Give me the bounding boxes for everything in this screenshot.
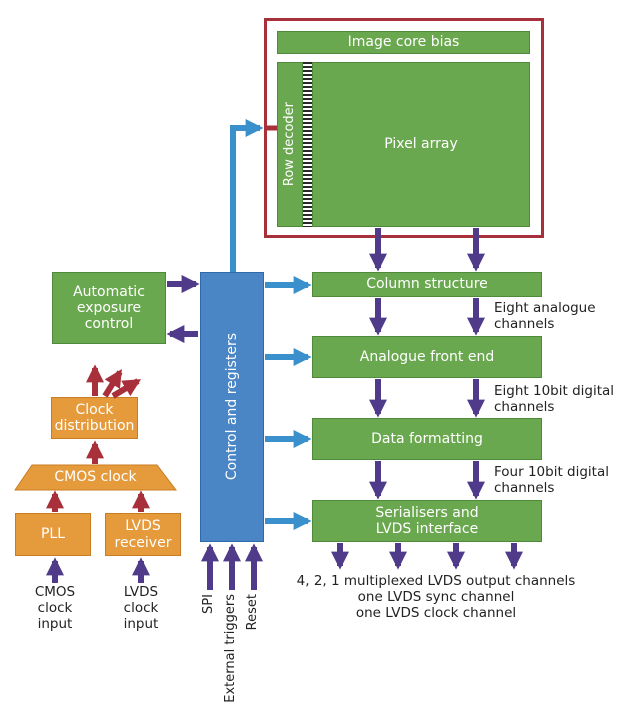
arrow-control-to-core [230,119,264,272]
cmos-clock-input-label: CMOS clock input [34,584,76,633]
lvds-receiver-label: LVDS receiver [114,518,172,551]
analogue-front-end-label: Analogue front end [359,348,495,365]
row-decoder-block: Row decoder [277,62,303,227]
pll-block: PLL [15,513,91,556]
eight-10bit-label: Eight 10bit digital channels [494,383,615,416]
external-triggers-label: External triggers [223,594,238,703]
pixel-array-label: Pixel array [384,136,458,153]
column-structure-label: Column structure [366,276,488,293]
cmos-clock-label: CMOS clock [54,469,137,486]
arrow-clock-dist-diag2 [111,378,142,399]
image-core-bias-label: Image core bias [347,34,460,51]
clock-distribution-block: Clock distribution [51,397,138,439]
row-decoder-ticks [303,62,312,227]
reset-label: Reset [245,594,260,631]
eight-analogue-label: Eight analogue channels [494,300,596,333]
pixel-array-block: Pixel array [312,62,530,227]
serialisers-block: Serialisers and LVDS interface [312,500,542,542]
lvds-receiver-block: LVDS receiver [105,513,181,556]
aec-block: Automatic exposure control [52,272,166,344]
four-10bit-label: Four 10bit digital channels [494,464,609,497]
image-core-bias-block: Image core bias [277,31,530,54]
lvds-clock-input-label: LVDS clock input [123,584,159,633]
arrow-clock-dist-diag1 [102,368,123,398]
pll-label: PLL [40,526,66,543]
aec-label: Automatic exposure control [73,283,145,333]
data-formatting-block: Data formatting [312,418,542,460]
outputs-label: 4, 2, 1 multiplexed LVDS output channels… [296,573,576,622]
cmos-clock-label-wrap: CMOS clock [15,465,176,490]
serialisers-label: Serialisers and LVDS interface [375,504,479,537]
clock-distribution-label: Clock distribution [54,401,135,434]
column-structure-block: Column structure [312,272,542,297]
analogue-front-end-block: Analogue front end [312,336,542,378]
control-registers-block: Control and registers [200,272,264,542]
data-formatting-label: Data formatting [371,430,483,447]
spi-label: SPI [201,594,216,614]
